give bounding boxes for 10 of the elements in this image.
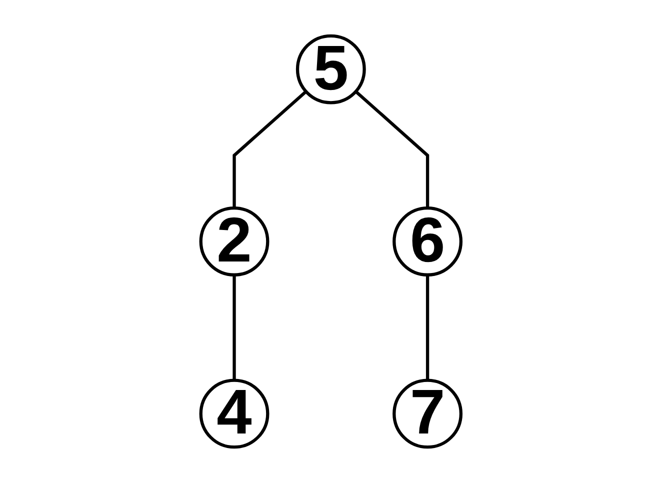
connector [232, 274, 236, 380]
node-circle [392, 206, 462, 276]
node-circle [296, 34, 366, 104]
connector [426, 274, 429, 380]
node-circle [198, 378, 269, 449]
connector [232, 90, 307, 208]
tree-diagram: 5 2 6 4 7 [184, 5, 478, 478]
connector [354, 90, 429, 208]
node-circle [198, 206, 269, 276]
node-circle [392, 378, 462, 449]
